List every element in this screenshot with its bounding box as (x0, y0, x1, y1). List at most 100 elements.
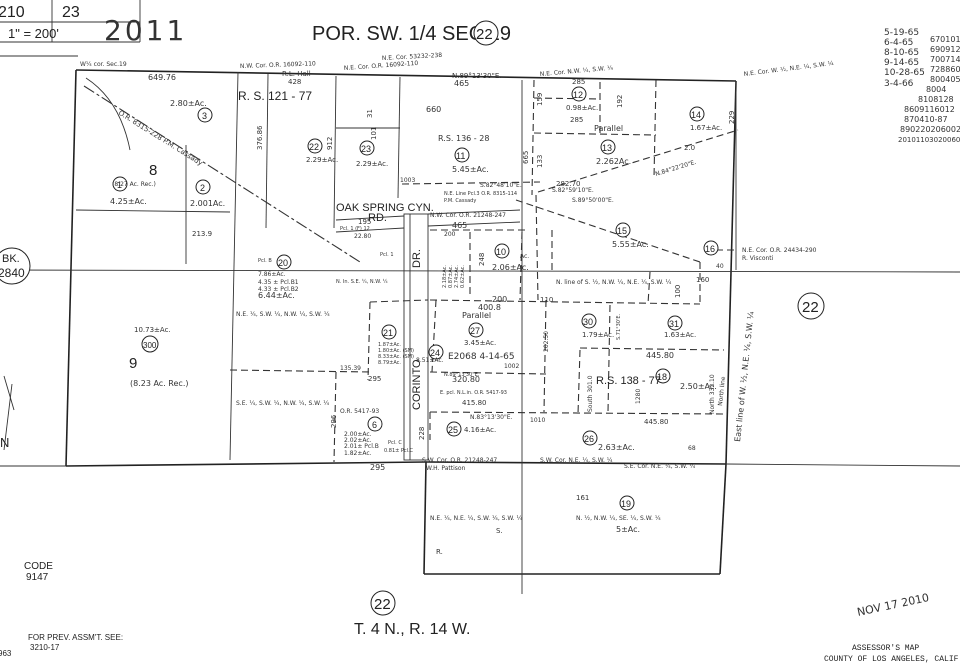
bearing: N.84°22'20"E. (655, 159, 698, 178)
parcel-tag: Pcl. 1 (380, 252, 394, 258)
revision-code: 870410-87 (904, 115, 948, 124)
record-of-survey: R.S. 138 - 77 (596, 375, 661, 387)
parcel-number: 22 (309, 142, 319, 152)
dimension: 100 (674, 285, 682, 298)
parcel-area: 8.79±Ac. (378, 360, 401, 366)
line-description: N. line of S. ½, N.W. ¼, N.E. ¼, S.W. ¼ (556, 279, 671, 286)
dimension: 2.0 (684, 144, 695, 152)
corner-note: W¼ cor. Sec.19 (80, 61, 127, 68)
dimension: 1280 (635, 389, 642, 404)
revision-date: 9-14-65 (884, 58, 919, 68)
revision-list: 5-19-65 6-4-65 8-10-65 9-14-65 10-28-65 … (884, 28, 960, 144)
parcel-tag: Pcl. C (388, 440, 402, 446)
dimension: 110 (540, 296, 553, 304)
note: 0.62±Ac. (460, 265, 466, 288)
corner-note: N.E. Cor. 53232-238 (382, 52, 443, 62)
dimension: 22.80 (354, 233, 371, 240)
owner-name: R. Visconti (742, 255, 774, 262)
parcel-area: 1.82±Ac. (344, 450, 372, 457)
parcel-numbers: 1 2 3 6 8 9 10 11 12 13 14 15 16 18 19 2… (112, 86, 719, 511)
dimension: 320.80 (452, 375, 480, 384)
parcel-area: 7.86±Ac. (258, 271, 286, 278)
street-name: OAK SPRING CYN. (336, 202, 434, 214)
dimension: 192 (616, 95, 624, 108)
title-page-ref: 22 (476, 26, 493, 43)
letter-mark: R. (436, 548, 443, 556)
revision-code: 20101103020060 (898, 136, 960, 144)
dimension: 295 (370, 463, 385, 472)
parcel-area: 10.73±Ac. (134, 326, 171, 334)
parcel-number: 14 (691, 110, 701, 120)
quarter-description: S.E. ¼, S.W. ¼, N.W. ¼, S.W. ¼ (236, 400, 329, 407)
note: 68 (688, 445, 696, 452)
owner-name: P.M. Cassady (444, 198, 476, 204)
dimension: 665 (522, 151, 530, 164)
corner-note: N.E. Cor. W. ½, N.E. ¼, S.W. ¼ (743, 60, 834, 78)
dimension: 660 (426, 105, 441, 114)
parcel-area: 5±Ac. (616, 525, 640, 534)
filing-number: E2068 4-14-65 (448, 352, 515, 362)
dimension: 296 (330, 414, 338, 428)
dimension: 400.8 (478, 303, 501, 312)
dimension: 202.50 (543, 331, 550, 352)
edge-number: 963 (0, 649, 12, 658)
parcel-area: 1.63±Ac. (664, 331, 696, 339)
parcel-area: 5.55±Ac. (612, 240, 649, 249)
parcel-area: 5.45±Ac. (452, 165, 489, 174)
parcel-area: 3.45±Ac. (464, 339, 496, 347)
parcel-number: 6 (372, 420, 377, 430)
parcel-area: 1.80±Ac. (SM) (378, 348, 414, 354)
parcel-number: 3 (202, 111, 207, 121)
deed-reference: O.R. 8315-228 P.M. Cassady (117, 109, 204, 168)
code-label: CODE (24, 561, 53, 572)
parcel-area: 2.50±Ac. (680, 382, 717, 391)
revision-date: 8-10-65 (884, 48, 919, 58)
bearing: N.83°13'30"E. (470, 414, 513, 421)
prev-assessment-label: FOR PREV. ASSM'T. SEE: (28, 633, 123, 642)
dimension: 285 (570, 116, 583, 124)
parcel-number: 31 (669, 319, 679, 329)
bearing: S.89°50'00"E. (572, 197, 614, 204)
dimension: 465 (454, 79, 469, 88)
year-stamp: 2011 (104, 14, 187, 47)
quarter-description: N.E. ¼, S.W. ¼, N.W. ¼, S.W. ¼ (236, 311, 330, 318)
revision-date: 5-19-65 (884, 28, 919, 38)
line-description: N. In. S.E. ¼, N.W. ¼ (336, 279, 388, 285)
parcel-area: 4.35 ± Pcl.B1 (258, 279, 299, 286)
parcel-number: 24 (430, 348, 440, 358)
parcel-area: 8.51±Ac. (416, 357, 444, 364)
corner-note: N.W. Cor. O.R. 16092-110 (240, 60, 316, 70)
parcel-area: 4.16±Ac. (464, 426, 496, 434)
map-scale: 1" = 200' (8, 26, 59, 41)
dimension: 465 (452, 221, 467, 230)
revision-code: 670101 (930, 35, 960, 44)
dimension: 282.70 (556, 180, 581, 188)
parcel-number: 19 (621, 499, 631, 509)
dimension: 445.80 (644, 418, 669, 426)
bearing: S.82°48'10"E. (480, 182, 522, 189)
code-number: 9147 (26, 572, 49, 583)
dimension: 200 (444, 231, 456, 238)
revision-code: 8108128 (918, 95, 954, 104)
line-description: North line (717, 376, 727, 406)
parcel-area: 8.33±Ac. (SM) (378, 354, 414, 360)
street-name: RD. (368, 212, 387, 224)
dimension: 1002 (504, 363, 519, 370)
parcel-tag: Pcl. 1 (F) 12 (340, 226, 370, 232)
dimension: 229 (728, 111, 736, 124)
parallel-label: Parallel (594, 124, 623, 133)
parcel-number: 13 (602, 143, 612, 153)
street-name: DR. (411, 249, 423, 268)
revision-date: 10-28-65 (884, 68, 925, 78)
line-description: East line of W. ½, N.E. ¼, S.W. ¼ (733, 311, 756, 442)
dimension: 295 (368, 375, 381, 383)
county-title: COUNTY OF LOS ANGELES, CALIF (824, 655, 959, 664)
parcel-area: 2.262Ac. (596, 157, 631, 166)
dimension: 200 (492, 295, 507, 304)
parcel-number: 23 (361, 144, 371, 154)
parcel-number: 8 (149, 162, 157, 179)
parcel-tag: Pcl. B (258, 258, 272, 264)
corner-note: S.W. Cor. N.E. ¼, S.W. ¼ (540, 457, 613, 464)
corner-note: N.W. Cor. O.R. 21248-247 (430, 212, 506, 219)
parcel-area: (8.27 Ac. Rec.) (112, 181, 156, 188)
